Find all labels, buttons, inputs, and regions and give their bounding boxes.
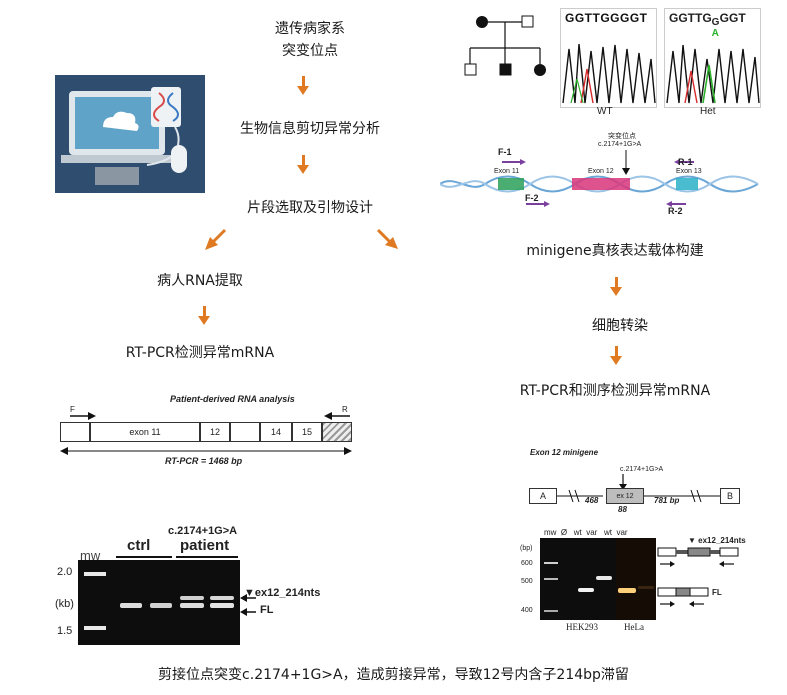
minigene-gel-500: 500 — [521, 578, 533, 585]
minigene-len-781: 781 bp — [654, 496, 680, 505]
exon-13-box — [230, 422, 260, 442]
flow-step-pedigree-line1: 遗传病家系 — [275, 21, 345, 37]
het-label: Het — [700, 106, 716, 117]
conclusion-footer: 剪接位点突变c.2174+1G>A，造成剪接异常，导致12号内含子214bp滞留 — [158, 667, 629, 683]
flow-step-primer-design: 片段选取及引物设计 — [247, 200, 373, 216]
exon-15-box: 15 — [292, 422, 322, 442]
minigene-gel-bp: (bp) — [520, 545, 533, 552]
exon11-label: Exon 11 — [494, 168, 520, 175]
gel-patient-underline — [176, 556, 238, 558]
primer-r1-label: R-1 — [678, 157, 693, 167]
flow-step-pedigree-line2: 突变位点 — [282, 43, 338, 59]
rtpcr-span-arrow — [60, 447, 352, 455]
branch-arrows-icon — [205, 228, 398, 250]
exon12-label: Exon 12 — [588, 168, 614, 175]
gel-fl-band-label: FL — [260, 604, 274, 616]
primer-r-arrow-icon — [324, 412, 350, 420]
minigene-exon12-box: ex 12 — [606, 488, 644, 504]
gel-patient-label: patient — [180, 537, 230, 554]
gel-ctrl-label: ctrl — [127, 537, 151, 554]
primer-f2-label: F-2 — [525, 193, 539, 203]
minigene-mutation-label: c.2174+1G>A — [620, 466, 664, 473]
mutation-site-name: c.2174+1G>A — [598, 141, 642, 148]
down-arrow-icon — [610, 277, 622, 296]
flow-step-rtpcr-patient: RT-PCR检测异常mRNA — [125, 345, 275, 361]
flow-step-pedigree: 遗传病家系 突变位点 — [220, 18, 400, 62]
het-trace-graphic — [666, 44, 760, 104]
cell-line-hek293: HEK293 — [566, 622, 598, 632]
patient-rna-title: Patient-derived RNA analysis — [170, 394, 295, 404]
primer-r-label: R — [342, 405, 348, 414]
minigene-fl-label: FL — [712, 588, 722, 597]
pedigree-diagram — [464, 15, 546, 76]
minigene-box-b: B — [720, 488, 740, 504]
exon-14-box: 14 — [260, 422, 292, 442]
gel-kb-15-label: 1.5 — [57, 625, 73, 637]
exon-12-box: 12 — [200, 422, 230, 442]
minigene-len-88: 88 — [618, 505, 627, 514]
flow-step-minigene: minigene真核表达载体构建 — [526, 243, 704, 259]
wt-sequence: GGTTGGGGT — [565, 11, 648, 25]
rtpcr-length-label: RT-PCR = 1468 bp — [165, 456, 243, 466]
minigene-title: Exon 12 minigene — [530, 448, 599, 457]
flow-step-rtpcr-seq: RT-PCR和测序检测异常mRNA — [519, 383, 711, 399]
minigene-gel-600: 600 — [521, 560, 533, 567]
wt-label: WT — [597, 106, 613, 117]
down-arrow-icon — [297, 155, 309, 174]
flow-step-transfection: 细胞转染 — [592, 318, 648, 334]
exon-10-box — [60, 422, 90, 442]
primer-f1-label: F-1 — [498, 147, 512, 157]
primer-f-label: F — [70, 405, 75, 414]
primer-r2-label: R-2 — [668, 206, 683, 216]
flow-step-bioinfo: 生物信息剪切异常分析 — [240, 121, 380, 137]
minigene-construct — [555, 474, 721, 503]
gel-ex12-band-label: ▼ex12_214nts — [244, 587, 321, 599]
cell-line-hela: HeLa — [624, 622, 644, 632]
minigene-products-schematic — [657, 547, 739, 607]
gel-ctrl-underline — [116, 556, 172, 558]
utr-hatched-box — [322, 422, 352, 442]
gel-mw-label: mw — [80, 548, 101, 563]
down-arrow-icon — [198, 306, 210, 325]
laptop-dna-illustration — [55, 75, 205, 193]
band-pointer-arrows-icon — [240, 594, 256, 616]
gel-mutation-label: c.2174+1G>A — [168, 525, 238, 537]
mutation-site-title: 突变位点 — [608, 133, 636, 140]
chromatogram-wt: GGTTGGGGT — [560, 8, 657, 108]
exon-11-box: exon 11 — [90, 422, 200, 442]
gene-map-dna — [440, 150, 759, 207]
primer-f-arrow-icon — [70, 412, 96, 420]
exon13-label: Exon 13 — [676, 168, 702, 175]
minigene-gel-400: 400 — [521, 607, 533, 614]
minigene-box-a: A — [529, 488, 557, 504]
wt-trace-graphic — [562, 43, 656, 104]
gel-kb-2-label: 2.0 — [57, 566, 73, 578]
down-arrow-icon — [297, 76, 309, 95]
minigene-len-468: 468 — [585, 496, 599, 505]
minigene-ex12-label: ▼ ex12_214nts — [688, 536, 746, 545]
minigene-gel-header: mw Ø wt var wt var — [544, 528, 628, 537]
gel-kb-unit-label: (kb) — [55, 598, 74, 610]
minigene-gel-image — [540, 538, 656, 620]
down-arrow-icon — [610, 346, 622, 365]
flow-step-rna-extract: 病人RNA提取 — [157, 273, 243, 289]
patient-gel-image — [78, 560, 240, 645]
